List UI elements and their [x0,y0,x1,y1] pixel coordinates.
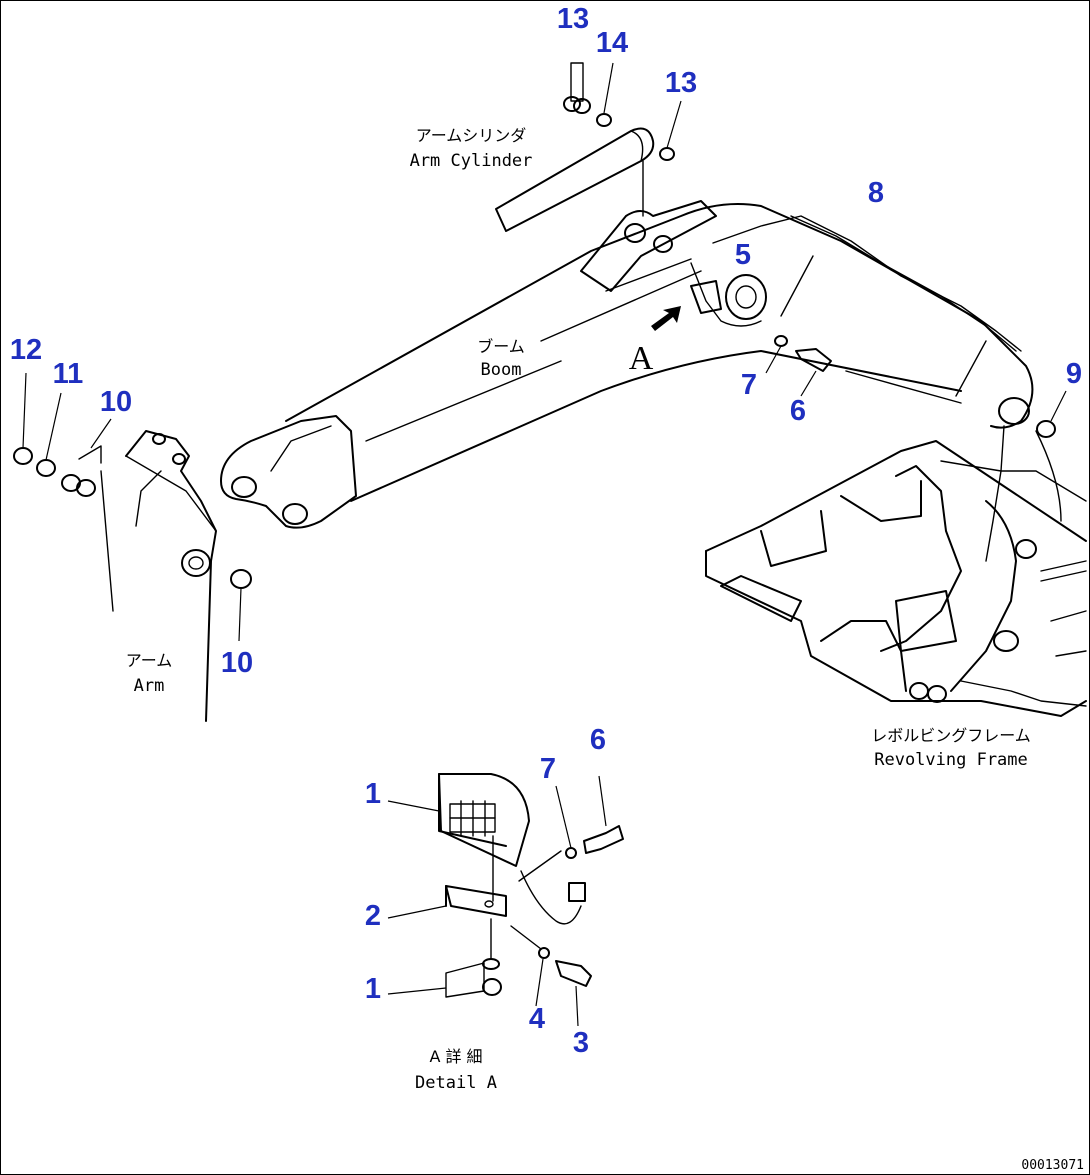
callout-10: 10 [100,386,132,418]
callout-9: 9 [1066,358,1082,390]
boom-label: Boom [481,360,522,380]
arm-label: Arm [134,676,165,696]
washer-9 [1036,390,1067,438]
callout-1-lamp: 1 [365,778,381,810]
callout-7: 7 [741,369,757,401]
detail-a [387,773,624,1027]
callout-7-detail: 7 [540,753,556,785]
arm-cylinder-label-jp: アームシリンダ [416,126,527,145]
revolving-frame [705,425,1087,717]
callout-4: 4 [529,1003,545,1035]
view-letter-a: A [629,340,654,377]
arm-cylinder-label: Arm Cylinder [410,151,533,171]
callout-1-nut: 1 [365,973,381,1005]
revolving-frame-label-jp: レボルビングフレーム [871,726,1031,745]
boom-label-jp: ブーム [477,337,525,356]
callout-11: 11 [53,358,84,390]
view-arrow-a [651,306,681,331]
arm-cylinder [495,127,655,232]
arm-cylinder-pins [563,62,682,161]
callout-8: 8 [868,177,884,209]
detail-a-label: Detail A [415,1073,497,1093]
callout-13-top: 13 [557,3,589,35]
callout-10-arm: 10 [221,647,253,679]
callout-2: 2 [365,900,381,932]
callout-13: 13 [665,67,697,99]
callout-5: 5 [735,239,751,271]
callout-12: 12 [10,334,42,366]
part-labels: アームシリンダ Arm Cylinder ブーム Boom A アーム Arm … [126,126,1084,1173]
detail-a-label-jp: A 詳 細 [429,1047,482,1066]
revolving-frame-label: Revolving Frame [874,750,1028,770]
pin-washers-left [13,372,252,642]
callout-6-detail: 6 [590,724,606,756]
callout-numbers: 13 14 13 8 5 12 11 10 9 7 6 10 1 7 6 2 1… [10,3,1082,1059]
drawing-code: 00013071 [1021,1158,1084,1173]
arm [100,430,217,722]
callout-3: 3 [573,1027,589,1059]
callout-6: 6 [790,395,806,427]
boom [220,200,1034,529]
callout-14: 14 [596,27,628,59]
arm-label-jp: アーム [126,651,173,670]
